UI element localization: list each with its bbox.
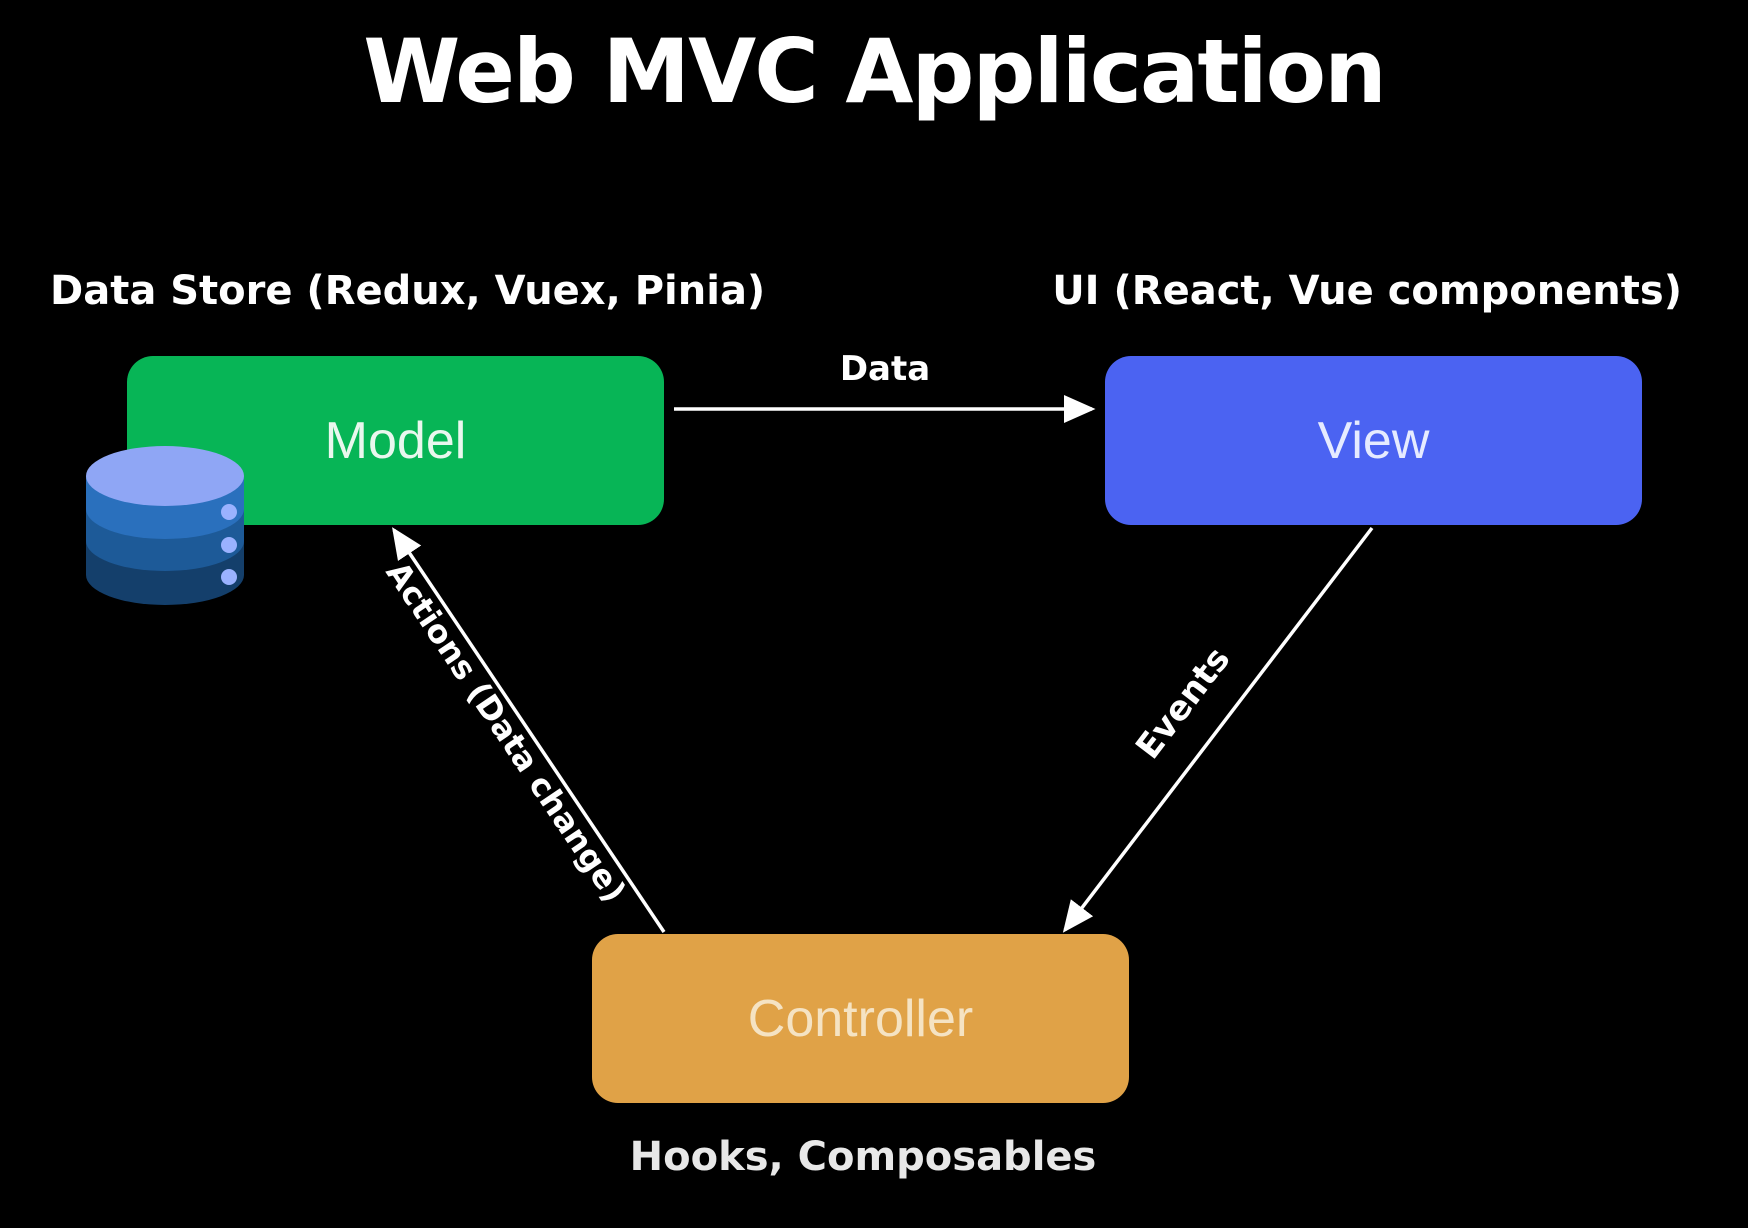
view-caption: UI (React, Vue components) bbox=[1052, 268, 1682, 314]
model-caption: Data Store (Redux, Vuex, Pinia) bbox=[50, 268, 766, 314]
controller-caption: Hooks, Composables bbox=[629, 1134, 1097, 1180]
edge-view-to-controller: Events bbox=[1062, 526, 1374, 933]
model-label: Model bbox=[324, 411, 467, 470]
view-label: View bbox=[1317, 411, 1430, 470]
page-title: Web MVC Application bbox=[363, 20, 1386, 123]
edge-view-to-controller-line bbox=[1062, 526, 1374, 933]
edge-controller-to-model-label: Actions (Data change) bbox=[378, 555, 633, 909]
edge-controller-to-model-line bbox=[392, 527, 666, 933]
controller-label: Controller bbox=[747, 989, 974, 1048]
controller-box: Controller bbox=[592, 934, 1129, 1103]
edge-view-to-controller-label: Events bbox=[1128, 640, 1238, 767]
view-box: View bbox=[1105, 356, 1642, 525]
edge-controller-to-model: Actions (Data change) bbox=[378, 527, 666, 933]
database-icon bbox=[86, 446, 244, 605]
edge-model-to-view-label: Data bbox=[840, 349, 930, 389]
edge-model-to-view: Data bbox=[674, 349, 1096, 423]
